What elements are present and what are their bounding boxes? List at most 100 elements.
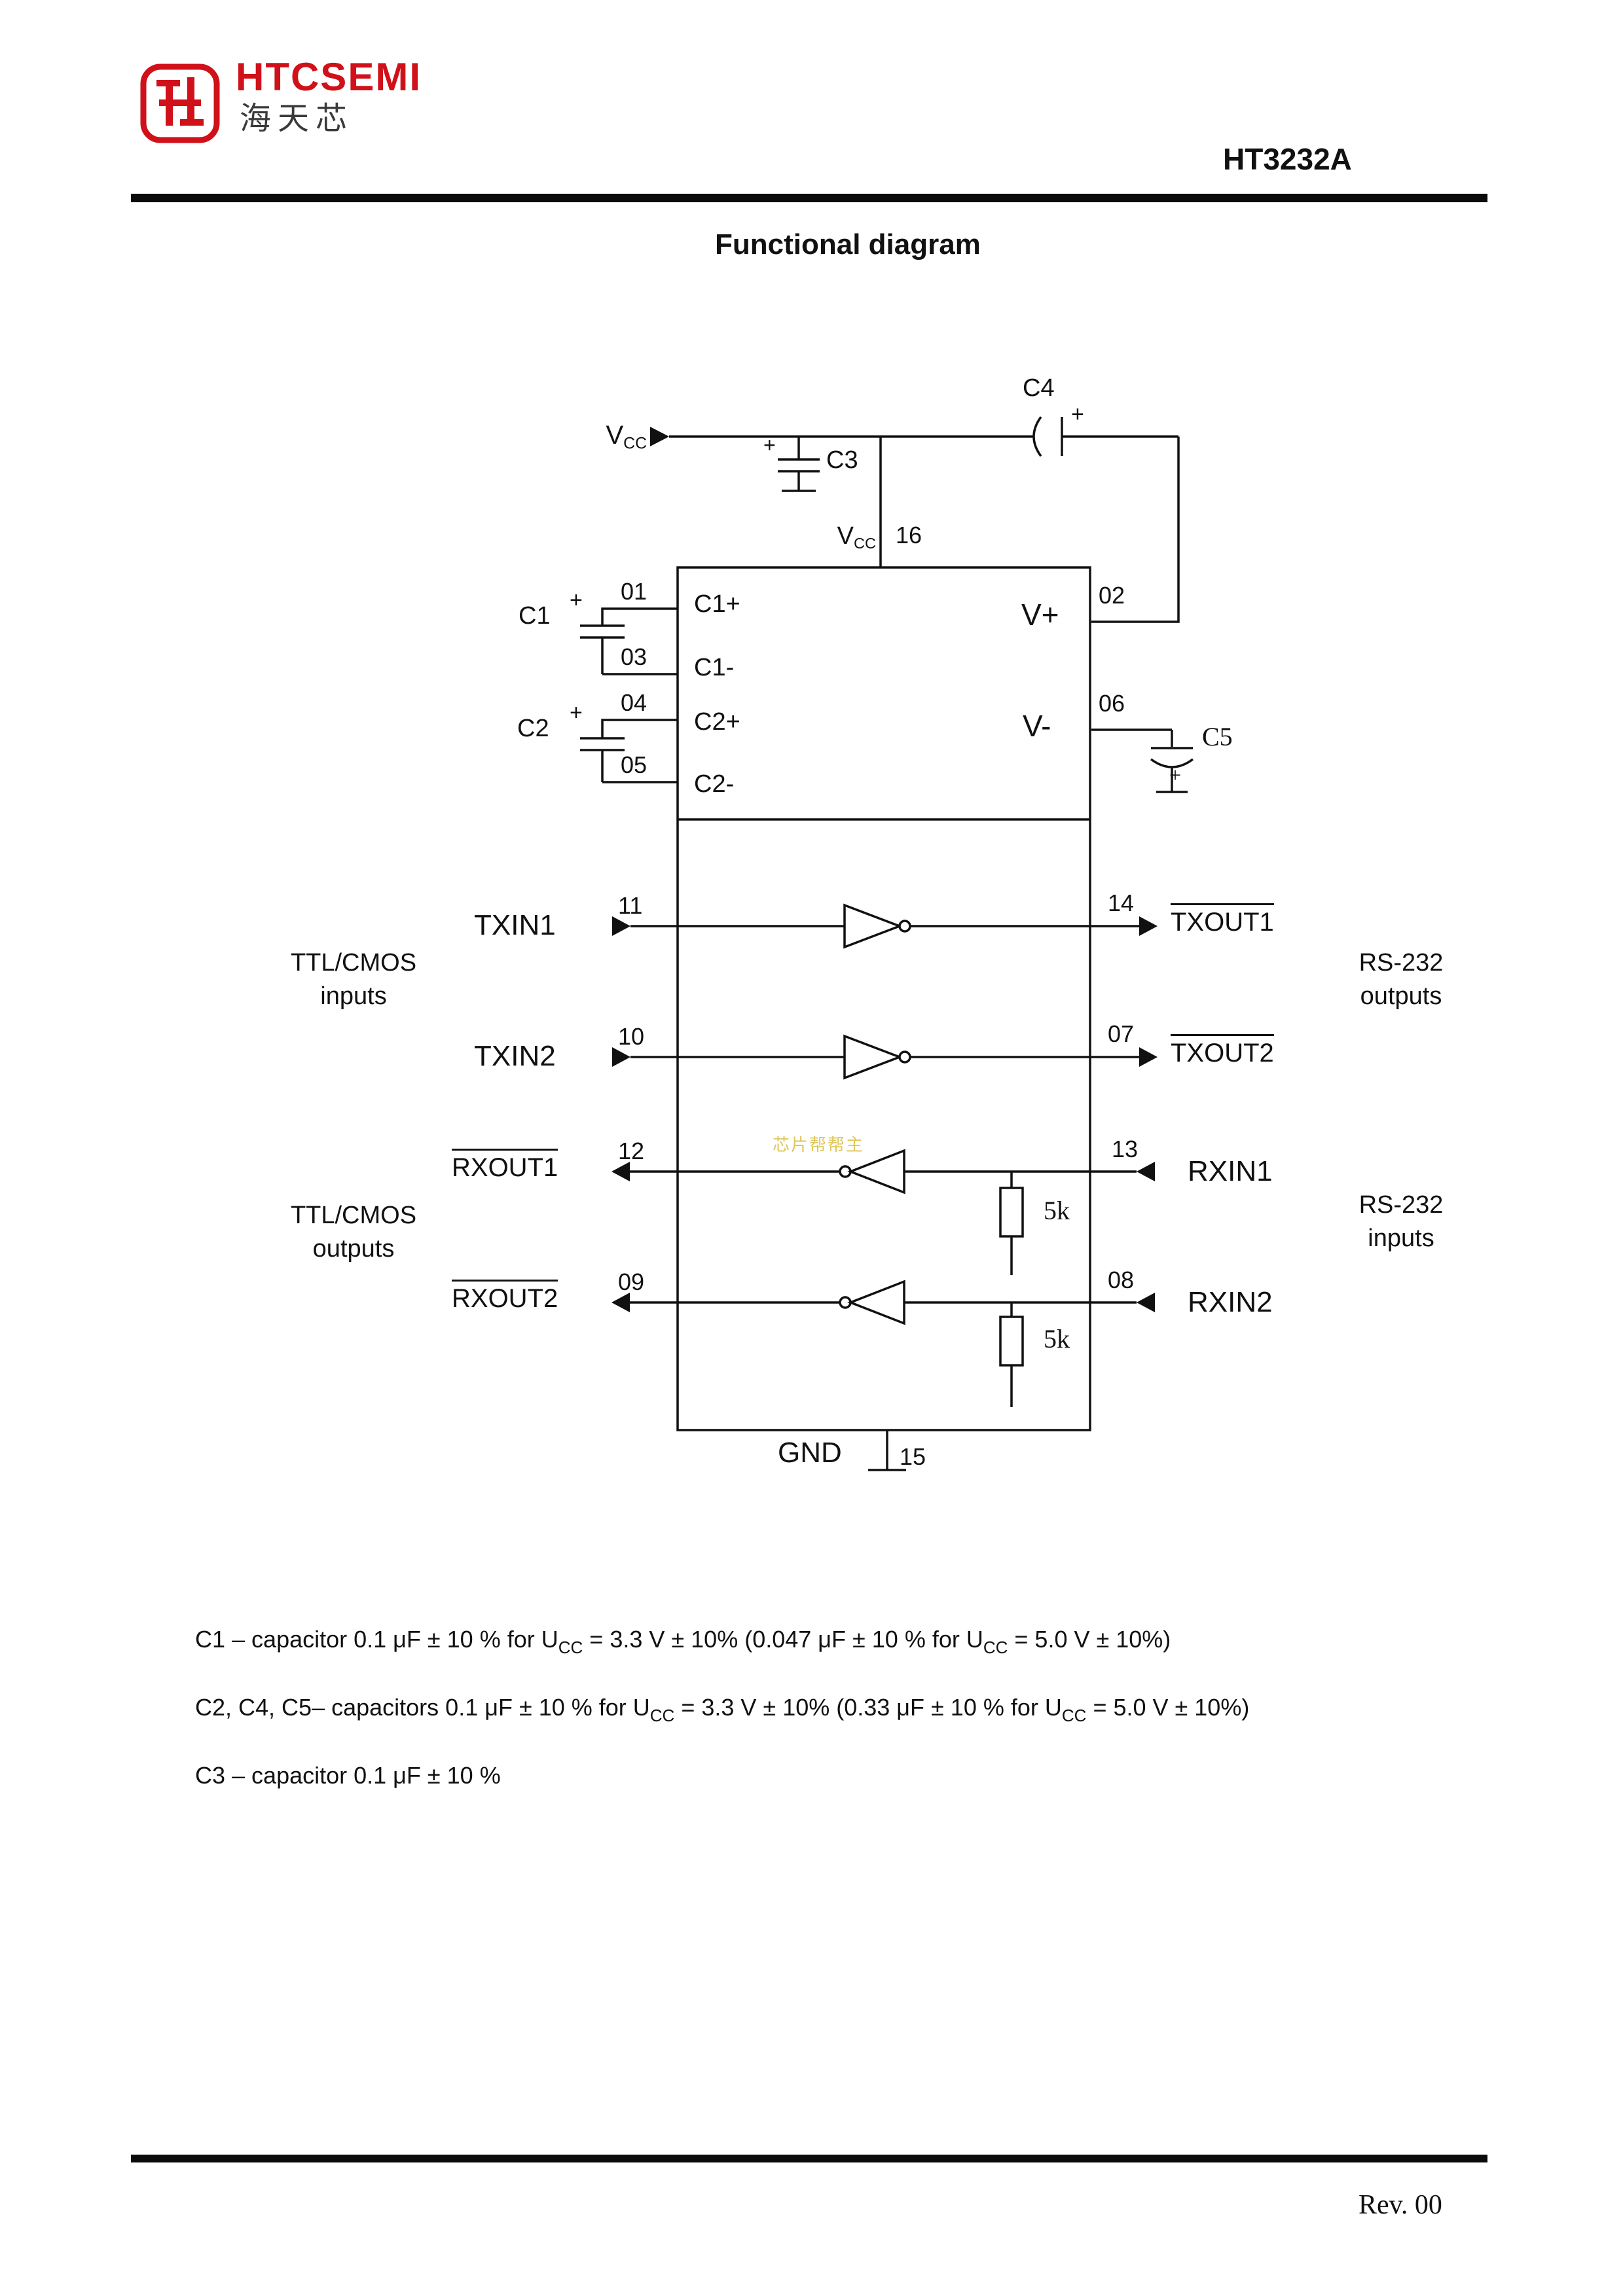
page-title: Functional diagram: [715, 228, 981, 260]
rxin2-arrow: [1137, 1293, 1155, 1312]
pin08-number: 08: [1108, 1266, 1135, 1293]
note-c2-sub2: CC: [1061, 1706, 1087, 1725]
txout2-arrow: [1139, 1047, 1158, 1067]
revision-label: Rev. 00: [1359, 2190, 1442, 2220]
note-c2-c4-c5: C2, C4, C5– capacitors 0.1 μF ± 10 % for…: [195, 1693, 1249, 1727]
pin16-vcc-base: V: [837, 522, 854, 550]
c2-label: C2: [517, 715, 549, 742]
tx1-inverter: [843, 903, 903, 949]
pin02-number: 02: [1099, 582, 1125, 609]
capacitor-c2: [580, 719, 678, 783]
rs232-inputs-label: RS-232 inputs: [1322, 1189, 1480, 1256]
pin16-vcc-sub: CC: [853, 535, 876, 552]
rxout2-label: RXOUT2: [452, 1280, 558, 1312]
txin1-label: TXIN1: [474, 909, 556, 941]
gnd-wire: [868, 1430, 906, 1471]
rs232-outputs-line2: outputs: [1360, 982, 1442, 1011]
txin1-arrow: [612, 916, 630, 936]
vcc-rail: [669, 435, 1180, 623]
rxin1-arrow: [1137, 1162, 1155, 1181]
capacitor-c3: [778, 437, 820, 492]
note-c2-text2: = 3.3 V ± 10% (0.33 μF ± 10 % for U: [674, 1694, 1062, 1721]
pin04-number: 04: [621, 689, 647, 716]
pin01-number: 01: [621, 578, 647, 605]
c3-plus-sign: +: [763, 433, 776, 457]
note-c1-text3: = 5.0 V ± 10%): [1008, 1626, 1171, 1653]
note-c3: C3 – capacitor 0.1 μF ± 10 %: [195, 1761, 501, 1790]
pin01-label: C1+: [694, 590, 740, 618]
c5-label: C5: [1202, 722, 1233, 751]
part-number: HT3232A: [1223, 142, 1352, 176]
footer-rule: [131, 2155, 1487, 2162]
watermark: 芯片帮帮主: [773, 1135, 865, 1155]
c5-plus-sign: +: [1169, 763, 1182, 787]
note-c1-text2: = 3.3 V ± 10% (0.047 μF ± 10 % for U: [583, 1626, 983, 1653]
c4-label: C4: [1023, 374, 1055, 402]
rxin1-label: RXIN1: [1188, 1155, 1273, 1187]
note-c1: C1 – capacitor 0.1 μF ± 10 % for UCC = 3…: [195, 1624, 1171, 1659]
pin10-number: 10: [618, 1023, 645, 1050]
txout1-label: TXOUT1: [1171, 903, 1274, 935]
c3-label: C3: [826, 446, 858, 474]
pin12-number: 12: [618, 1138, 645, 1164]
rx2-resistor-label: 5k: [1044, 1324, 1070, 1354]
rs232-outputs-line1: RS-232: [1359, 949, 1444, 977]
vcc-source-label: VCC: [570, 422, 647, 452]
ttl-cmos-inputs-line1: TTL/CMOS: [290, 949, 417, 977]
pin05-number: 05: [621, 751, 647, 778]
txin2-arrow: [612, 1047, 630, 1067]
note-c1-text: C1 – capacitor 0.1 μF ± 10 % for U: [195, 1626, 558, 1653]
rs232-inputs-line2: inputs: [1368, 1225, 1434, 1253]
vcc-arrow: [650, 427, 669, 446]
pin05-label: C2-: [694, 770, 735, 798]
tx2-inverter-bubble: [898, 1050, 911, 1064]
ttl-cmos-outputs-label: TTL/CMOS outputs: [268, 1199, 439, 1266]
ttl-cmos-outputs-line1: TTL/CMOS: [290, 1202, 417, 1229]
vcc-sub: CC: [623, 435, 647, 453]
pin14-number: 14: [1108, 889, 1135, 916]
note-c1-sub2: CC: [983, 1638, 1008, 1657]
rs232-outputs-label: RS-232 outputs: [1316, 946, 1486, 1014]
rx2-resistor: [999, 1316, 1024, 1367]
capacitor-c4: [1032, 416, 1063, 457]
tx2-inverter: [843, 1034, 903, 1080]
txout1-arrow: [1139, 916, 1158, 936]
txin2-label: TXIN2: [474, 1040, 556, 1072]
rx1-resistor-label: 5k: [1044, 1196, 1070, 1225]
header-rule: [131, 194, 1487, 202]
c1-label: C1: [519, 602, 551, 630]
txout2-label: TXOUT2: [1171, 1034, 1274, 1066]
tx1-inverter-bubble: [898, 920, 911, 933]
note-c2-sub1: CC: [649, 1706, 675, 1725]
pin13-number: 13: [1112, 1136, 1139, 1162]
note-c3-text: C3 – capacitor 0.1 μF ± 10 %: [195, 1762, 501, 1789]
logo: [139, 63, 221, 147]
pin03-number: 03: [621, 643, 647, 670]
brand-name-cn: 海天芯: [240, 101, 354, 136]
vcc-base: V: [606, 421, 624, 450]
capacitor-c1: [580, 607, 678, 675]
ttl-cmos-inputs-line2: inputs: [320, 982, 387, 1011]
pin11-number: 11: [618, 892, 643, 919]
pin09-number: 09: [618, 1268, 645, 1295]
c4-plus-sign: +: [1071, 402, 1084, 427]
note-c2-text3: = 5.0 V ± 10%): [1086, 1694, 1250, 1721]
pin06-label: V-: [1023, 709, 1051, 743]
rxout1-label: RXOUT1: [452, 1149, 558, 1181]
ttl-cmos-inputs-label: TTL/CMOS inputs: [268, 946, 439, 1014]
rxout2-arrow: [611, 1293, 630, 1312]
pin07-number: 07: [1108, 1020, 1135, 1047]
pin04-label: C2+: [694, 708, 740, 736]
rs232-inputs-line1: RS-232: [1359, 1191, 1444, 1219]
rxin2-label: RXIN2: [1188, 1286, 1273, 1318]
brand-name: HTCSEMI: [236, 55, 422, 99]
gnd-label: GND: [778, 1437, 842, 1469]
pin03-label: C1-: [694, 654, 735, 681]
logo-icon: [140, 63, 220, 143]
pin15-number: 15: [900, 1443, 926, 1470]
c2-plus-sign: +: [570, 700, 583, 725]
ttl-cmos-outputs-line2: outputs: [312, 1235, 395, 1263]
pin06-number: 06: [1099, 690, 1125, 717]
note-c1-sub1: CC: [558, 1638, 583, 1657]
